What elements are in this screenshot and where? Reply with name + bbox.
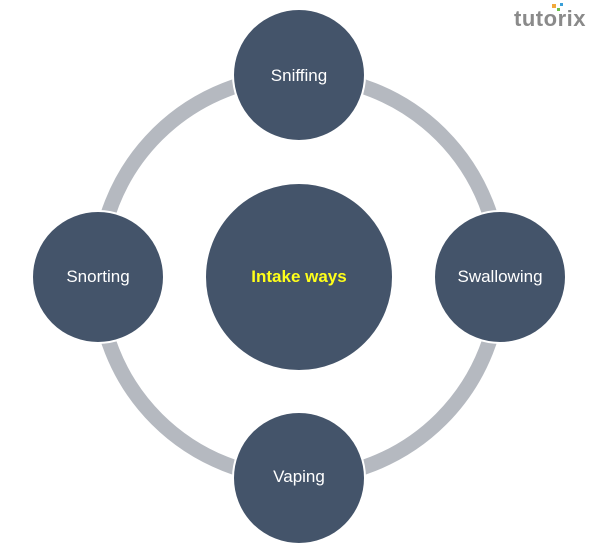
node-circle-vaping [232,411,366,545]
node-circle-snorting [31,210,165,344]
node-label-vaping: Vaping [273,467,325,486]
node-circle-sniffing [232,8,366,142]
tutorix-logo: tutorix [514,6,586,31]
node-label-snorting: Snorting [66,267,130,286]
center-label: Intake ways [251,267,347,286]
center-circle [204,182,394,372]
node-label-swallowing: Swallowing [457,267,543,286]
node-label-sniffing: Sniffing [270,66,328,85]
node-circle-swallowing [433,210,567,344]
